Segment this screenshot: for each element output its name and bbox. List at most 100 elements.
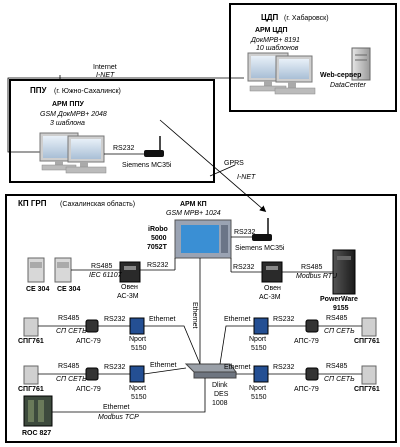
roc-modbus: Modbus TCP — [98, 414, 139, 421]
ppu-modem-label: Siemens MC35i — [122, 162, 172, 169]
gprs-label: GPRS — [224, 160, 244, 167]
row2l-sp: СП СЕТЬ — [56, 376, 87, 383]
rs485-right: RS485 — [301, 264, 323, 271]
row1l-device: СПГ761 — [18, 338, 44, 345]
ppu-city: (г. Южно-Сахалинск) — [54, 88, 121, 95]
row1r-rs485: RS485 — [326, 315, 348, 322]
row1r-nport2: 5150 — [251, 345, 267, 352]
oven-left-2: АС-3М — [117, 293, 139, 300]
kp-modem-icon — [252, 218, 272, 241]
row1l-rs485: RS485 — [58, 315, 80, 322]
row1r-rs232: RS232 — [273, 316, 295, 323]
row1-right-devices — [253, 317, 377, 337]
oven-right-2: АС-3М — [259, 294, 281, 301]
gprs-inet-label: I-NET — [237, 174, 256, 181]
row2l-nport1: Nport — [129, 385, 147, 392]
kp-modem-label: Siemens MC35i — [235, 245, 285, 252]
row2r-nport1: Nport — [249, 385, 267, 392]
ppu-arm-templates: 3 шаблона — [50, 120, 85, 127]
kp-title: КП ГРП — [18, 199, 47, 208]
cdp-server-icon — [351, 47, 371, 81]
internet-link — [7, 75, 244, 153]
kp-rs232-top: RS232 — [234, 229, 256, 236]
cdp-arm-sw: ДокМРВ+ 8191 — [251, 37, 300, 44]
cdp-arm-title: АРМ ЦДП — [255, 27, 288, 34]
row2r-eth: Ethernet — [224, 364, 251, 371]
ppu-arm-sw: GSM ДокМРВ+ 2048 — [40, 111, 107, 118]
ppu-monitor2-icon — [65, 135, 107, 174]
ppu-modem-icon — [144, 136, 164, 157]
roc-ethernet: Ethernet — [103, 404, 130, 411]
row1r-eth: Ethernet — [224, 316, 251, 323]
kp-region: (Сахалинская область) — [60, 201, 136, 208]
row-lines — [38, 325, 362, 413]
kp-arm-sw: GSM МРВ+ 1024 — [166, 210, 221, 217]
rs232-right: RS232 — [233, 264, 255, 271]
roc-label: ROC 827 — [22, 430, 52, 437]
iec-label: IEC 61107 — [89, 272, 122, 279]
irobo-3: 7052T — [147, 244, 167, 251]
row2r-device: СПГ761 — [354, 386, 380, 393]
kp-arm-title: АРМ КП — [180, 201, 207, 208]
rs485-left: RS485 — [91, 263, 113, 270]
row2r-rs485: RS485 — [326, 363, 348, 370]
row2-right-devices — [253, 365, 377, 385]
row2r-sp: СП СЕТЬ — [324, 376, 355, 383]
oven-right-icon — [261, 261, 283, 283]
modbus-rtu-label: Modbus RTU — [296, 273, 338, 280]
web-server-sub: DataCenter — [330, 82, 366, 89]
row1r-aps: АПС-79 — [294, 338, 319, 345]
cdp-title: ЦДП — [261, 13, 279, 22]
dlink-3: 1008 — [212, 400, 228, 407]
irobo-1: iRobo — [148, 226, 168, 233]
row2-left-devices — [23, 365, 145, 385]
oven-left-1: Овен — [121, 284, 138, 291]
row1l-nport2: 5150 — [131, 345, 147, 352]
kp-panel-icon — [174, 219, 232, 259]
dlink-1: Dlink — [212, 382, 228, 389]
row2r-rs232: RS232 — [273, 364, 295, 371]
ce304-a: СЕ 304 — [26, 286, 50, 293]
cdp-monitor2-icon — [274, 55, 316, 95]
ppu-arm-title: АРМ ППУ — [52, 101, 84, 108]
gprs-link — [159, 119, 267, 213]
row1r-device: СПГ761 — [354, 338, 380, 345]
row1r-nport1: Nport — [249, 336, 267, 343]
row1l-sp: СП СЕТЬ — [56, 328, 87, 335]
ce304-b: СЕ 304 — [57, 286, 81, 293]
i-net-label: I-NET — [96, 72, 115, 79]
ppu-title: ППУ — [30, 86, 47, 95]
row1l-aps: АПС-79 — [76, 338, 101, 345]
row1l-eth: Ethernet — [149, 316, 176, 323]
oven-right-1: Овен — [264, 285, 281, 292]
row2r-aps: АПС-79 — [294, 386, 319, 393]
irobo-2: 5000 — [151, 235, 167, 242]
row2l-nport2: 5150 — [131, 394, 147, 401]
row2l-aps: АПС-79 — [76, 386, 101, 393]
powerware-1: PowerWare — [320, 296, 358, 303]
row2l-rs232: RS232 — [104, 364, 126, 371]
dlink-2: DES — [214, 391, 229, 398]
cdp-arm-templates: 10 шаблонов — [256, 45, 299, 52]
dlink-switch-icon — [184, 363, 237, 379]
row1r-sp: СП СЕТЬ — [324, 328, 355, 335]
row2l-rs485: RS485 — [58, 363, 80, 370]
rs232-left: RS232 — [147, 262, 169, 269]
roc-controller-icon — [23, 395, 53, 427]
ppu-frame — [9, 79, 215, 183]
kp-top-lines — [71, 258, 333, 273]
ppu-rs232-label: RS232 — [113, 145, 135, 152]
row2r-nport2: 5150 — [251, 394, 267, 401]
row2l-device: СПГ761 — [18, 386, 44, 393]
row1l-nport1: Nport — [129, 336, 147, 343]
row1l-rs232: RS232 — [104, 316, 126, 323]
internet-label: Internet — [93, 64, 117, 71]
powerware-icon — [332, 249, 356, 295]
web-server-title: Web-сервер — [320, 72, 362, 79]
row2l-eth: Ethernet — [150, 362, 177, 369]
oven-left-icon — [119, 261, 141, 283]
powerware-2: 9155 — [333, 305, 349, 312]
ethernet-vertical-label: Ethernet — [191, 302, 198, 329]
